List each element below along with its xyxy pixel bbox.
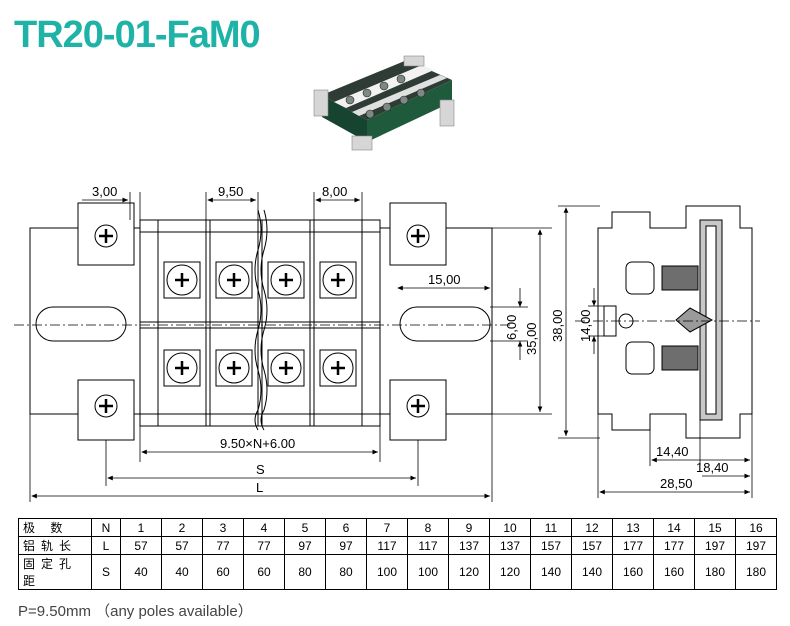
table-cell: 60: [243, 554, 285, 590]
table-cell: 40: [161, 554, 203, 590]
table-cell: 13: [612, 518, 654, 537]
table-cell: 197: [694, 536, 736, 555]
table-cell: 7: [366, 518, 408, 537]
product-photo: [313, 55, 455, 151]
dim-15: 15,00: [428, 272, 461, 287]
table-cell: 140: [530, 554, 572, 590]
pitch-note: P=9.50mm （any poles available）: [18, 603, 253, 620]
table-cell: 2: [161, 518, 203, 537]
table-cell: 8: [407, 518, 449, 537]
table-cell: 100: [366, 554, 408, 590]
table-cell: 11: [530, 518, 572, 537]
table-cell: 100: [407, 554, 449, 590]
table-cell: 77: [243, 536, 285, 555]
dim-38: 38,00: [550, 309, 565, 342]
table-cell: 60: [202, 554, 244, 590]
table-cell: 77: [202, 536, 244, 555]
table-cell: 180: [735, 554, 777, 590]
dim-8: 8,00: [322, 184, 347, 199]
dim-l: L: [256, 480, 263, 495]
row-symbol: N: [91, 518, 121, 537]
dim-s: S: [256, 462, 265, 477]
table-cell: 137: [489, 536, 531, 555]
table-cell: 6: [325, 518, 367, 537]
table-cell: 15: [694, 518, 736, 537]
dim-3: 3,00: [92, 184, 117, 199]
row-symbol: L: [91, 536, 121, 555]
table-cell: 120: [448, 554, 490, 590]
table-cell: 97: [284, 536, 326, 555]
table-cell: 80: [284, 554, 326, 590]
table-cell: 117: [407, 536, 449, 555]
row-symbol: S: [91, 554, 121, 590]
table-cell: 10: [489, 518, 531, 537]
table-cell: 117: [366, 536, 408, 555]
table-cell: 57: [120, 536, 162, 555]
table-cell: 97: [325, 536, 367, 555]
table-cell: 57: [161, 536, 203, 555]
table-cell: 14: [653, 518, 695, 537]
row-label: 铝轨长: [18, 536, 92, 555]
table-cell: 5: [284, 518, 326, 537]
table-cell: 180: [694, 554, 736, 590]
row-label: 极 数: [18, 518, 92, 537]
technical-drawing: 3,00 9,50 8,00 15,00 35,00 6,00 9.50×N+6…: [14, 184, 760, 502]
dim-6: 6,00: [504, 315, 519, 340]
table-cell: 157: [530, 536, 572, 555]
dim-14-4: 14,40: [656, 444, 689, 459]
dim-formula: 9.50×N+6.00: [220, 436, 295, 451]
table-cell: 177: [612, 536, 654, 555]
table-cell: 3: [202, 518, 244, 537]
dim-35: 35,00: [524, 322, 539, 355]
table-cell: 197: [735, 536, 777, 555]
table-cell: 80: [325, 554, 367, 590]
product-title: TR20-01-FaM0: [14, 14, 261, 56]
dim-14: 14,00: [578, 309, 593, 342]
dim-9-5: 9,50: [218, 184, 243, 199]
table-cell: 4: [243, 518, 285, 537]
table-cell: 120: [489, 554, 531, 590]
dim-18-4: 18,40: [696, 460, 729, 475]
table-cell: 40: [120, 554, 162, 590]
table-cell: 137: [448, 536, 490, 555]
table-cell: 12: [571, 518, 613, 537]
row-label: 固定孔距: [18, 554, 92, 590]
table-cell: 177: [653, 536, 695, 555]
table-cell: 1: [120, 518, 162, 537]
dim-28-5: 28,50: [660, 476, 693, 491]
table-cell: 160: [612, 554, 654, 590]
table-cell: 160: [653, 554, 695, 590]
table-cell: 16: [735, 518, 777, 537]
table-cell: 140: [571, 554, 613, 590]
table-cell: 157: [571, 536, 613, 555]
table-cell: 9: [448, 518, 490, 537]
